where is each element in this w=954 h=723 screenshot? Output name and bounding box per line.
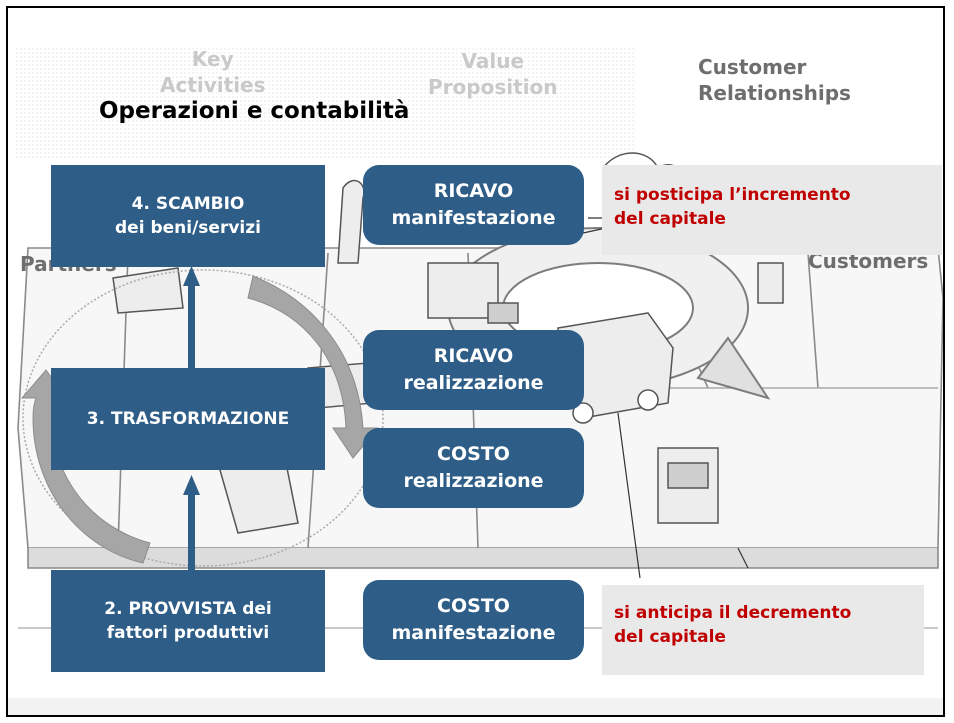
label-key-activities: Key Activities — [160, 47, 266, 97]
box-ricavo-realizzazione: RICAVO realizzazione — [363, 330, 584, 410]
note-posticipa: si posticipa l’incremento del capitale — [602, 165, 942, 255]
flow-arrows — [183, 266, 200, 573]
cycle-arrow-left — [20, 369, 151, 564]
cycle-dashed-circle — [22, 269, 384, 567]
slide: Key Activities Value Proposition Custome… — [6, 6, 945, 717]
step-provvista: 2. PROVVISTA dei fattori produttivi — [51, 570, 325, 672]
label-customer-relationships: Customer Relationships — [698, 55, 851, 105]
flow-arrow-up-bottom — [183, 475, 200, 495]
note-anticipa: si anticipa il decremento del capitale — [602, 585, 924, 675]
step-scambio: 4. SCAMBIO dei beni/servizi — [51, 165, 325, 267]
step-trasformazione: 3. TRASFORMAZIONE — [51, 368, 325, 470]
slide-title: Operazioni e contabilità — [99, 98, 410, 124]
footer-band — [8, 698, 943, 715]
box-ricavo-manifestazione: RICAVO manifestazione — [363, 165, 584, 245]
box-costo-realizzazione: COSTO realizzazione — [363, 428, 584, 508]
header-dotted-band — [14, 48, 634, 158]
flow-arrow-up-top — [183, 266, 200, 286]
cycle-arrow-right — [247, 275, 380, 459]
cycle-arrows — [20, 275, 380, 564]
box-costo-manifestazione: COSTO manifestazione — [363, 580, 584, 660]
label-value-proposition: Value Proposition — [428, 49, 558, 99]
